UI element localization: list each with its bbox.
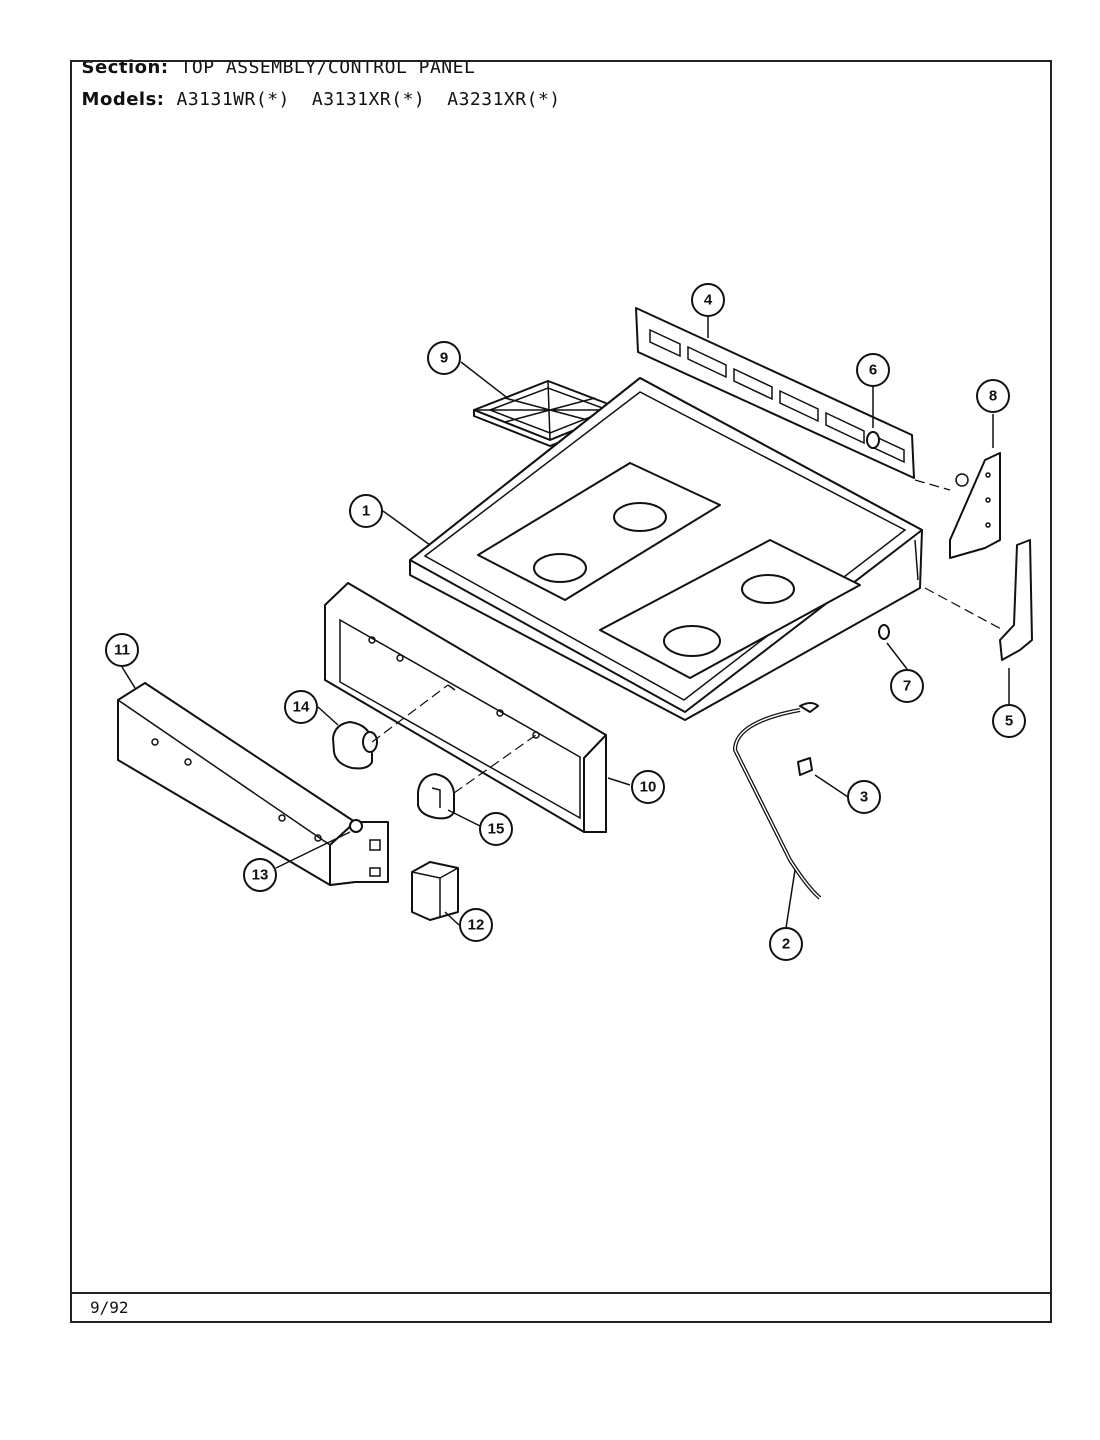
footer-divider — [70, 1292, 1052, 1294]
section-label: Section: — [81, 57, 169, 78]
callout-6-label: 6 — [869, 362, 877, 379]
model-1: A3131WR(*) — [176, 89, 290, 110]
models-heading: Models: A3131WR(*) A3131XR(*) A3231XR(*) — [68, 68, 583, 110]
part-13-screw — [349, 819, 363, 833]
part-14-knob — [332, 721, 378, 770]
callout-8: 8 — [976, 379, 1010, 413]
part-12-block — [411, 861, 459, 921]
callout-9: 9 — [427, 341, 461, 375]
callout-5: 5 — [992, 704, 1026, 738]
assembly-lines — [371, 479, 1004, 794]
part-1-main-top — [409, 377, 923, 721]
callout-2-label: 2 — [782, 936, 790, 953]
callout-4-label: 4 — [704, 292, 713, 309]
callout-1-label: 1 — [362, 503, 370, 520]
callout-8-label: 8 — [989, 388, 997, 405]
callout-7: 7 — [890, 669, 924, 703]
callout-7-label: 7 — [903, 678, 911, 695]
part-5-side-trim — [999, 539, 1033, 661]
callout-10-label: 10 — [640, 779, 657, 796]
part-15-knob — [417, 773, 455, 820]
part-6-clip — [866, 431, 880, 449]
callout-15: 15 — [479, 812, 513, 846]
part-10-front-panel — [324, 582, 607, 833]
callout-12-label: 12 — [468, 917, 485, 934]
callout-13-label: 13 — [252, 867, 269, 884]
callout-13: 13 — [243, 858, 277, 892]
callout-6: 6 — [856, 353, 890, 387]
callout-10: 10 — [631, 770, 665, 804]
diagram-frame — [70, 60, 1052, 1323]
callout-11: 11 — [105, 633, 139, 667]
callout-4: 4 — [691, 283, 725, 317]
part-7-clip — [878, 624, 890, 640]
part-2-rod — [732, 702, 822, 900]
callout-5-label: 5 — [1005, 713, 1013, 730]
callout-15-label: 15 — [488, 821, 505, 838]
callout-11-label: 11 — [114, 642, 130, 659]
model-3: A3231XR(*) — [447, 89, 561, 110]
models-label: Models: — [81, 89, 165, 110]
callout-2: 2 — [769, 927, 803, 961]
leader-lines — [121, 317, 1010, 929]
callout-14: 14 — [284, 690, 318, 724]
section-value: TOP ASSEMBLY/CONTROL PANEL — [180, 57, 476, 78]
part-3-screw — [797, 757, 813, 776]
part-8-bracket — [949, 452, 1001, 559]
callout-3-label: 3 — [860, 789, 868, 806]
callout-14-label: 14 — [293, 699, 310, 716]
part-11-control-housing — [117, 682, 389, 886]
callout-12: 12 — [459, 908, 493, 942]
callout-9-label: 9 — [440, 350, 448, 367]
callout-1: 1 — [349, 494, 383, 528]
section-heading: Section: TOP ASSEMBLY/CONTROL PANEL — [68, 36, 475, 78]
revision-date: 9/92 — [90, 1298, 129, 1317]
model-2: A3131XR(*) — [311, 89, 426, 110]
callout-3: 3 — [847, 780, 881, 814]
